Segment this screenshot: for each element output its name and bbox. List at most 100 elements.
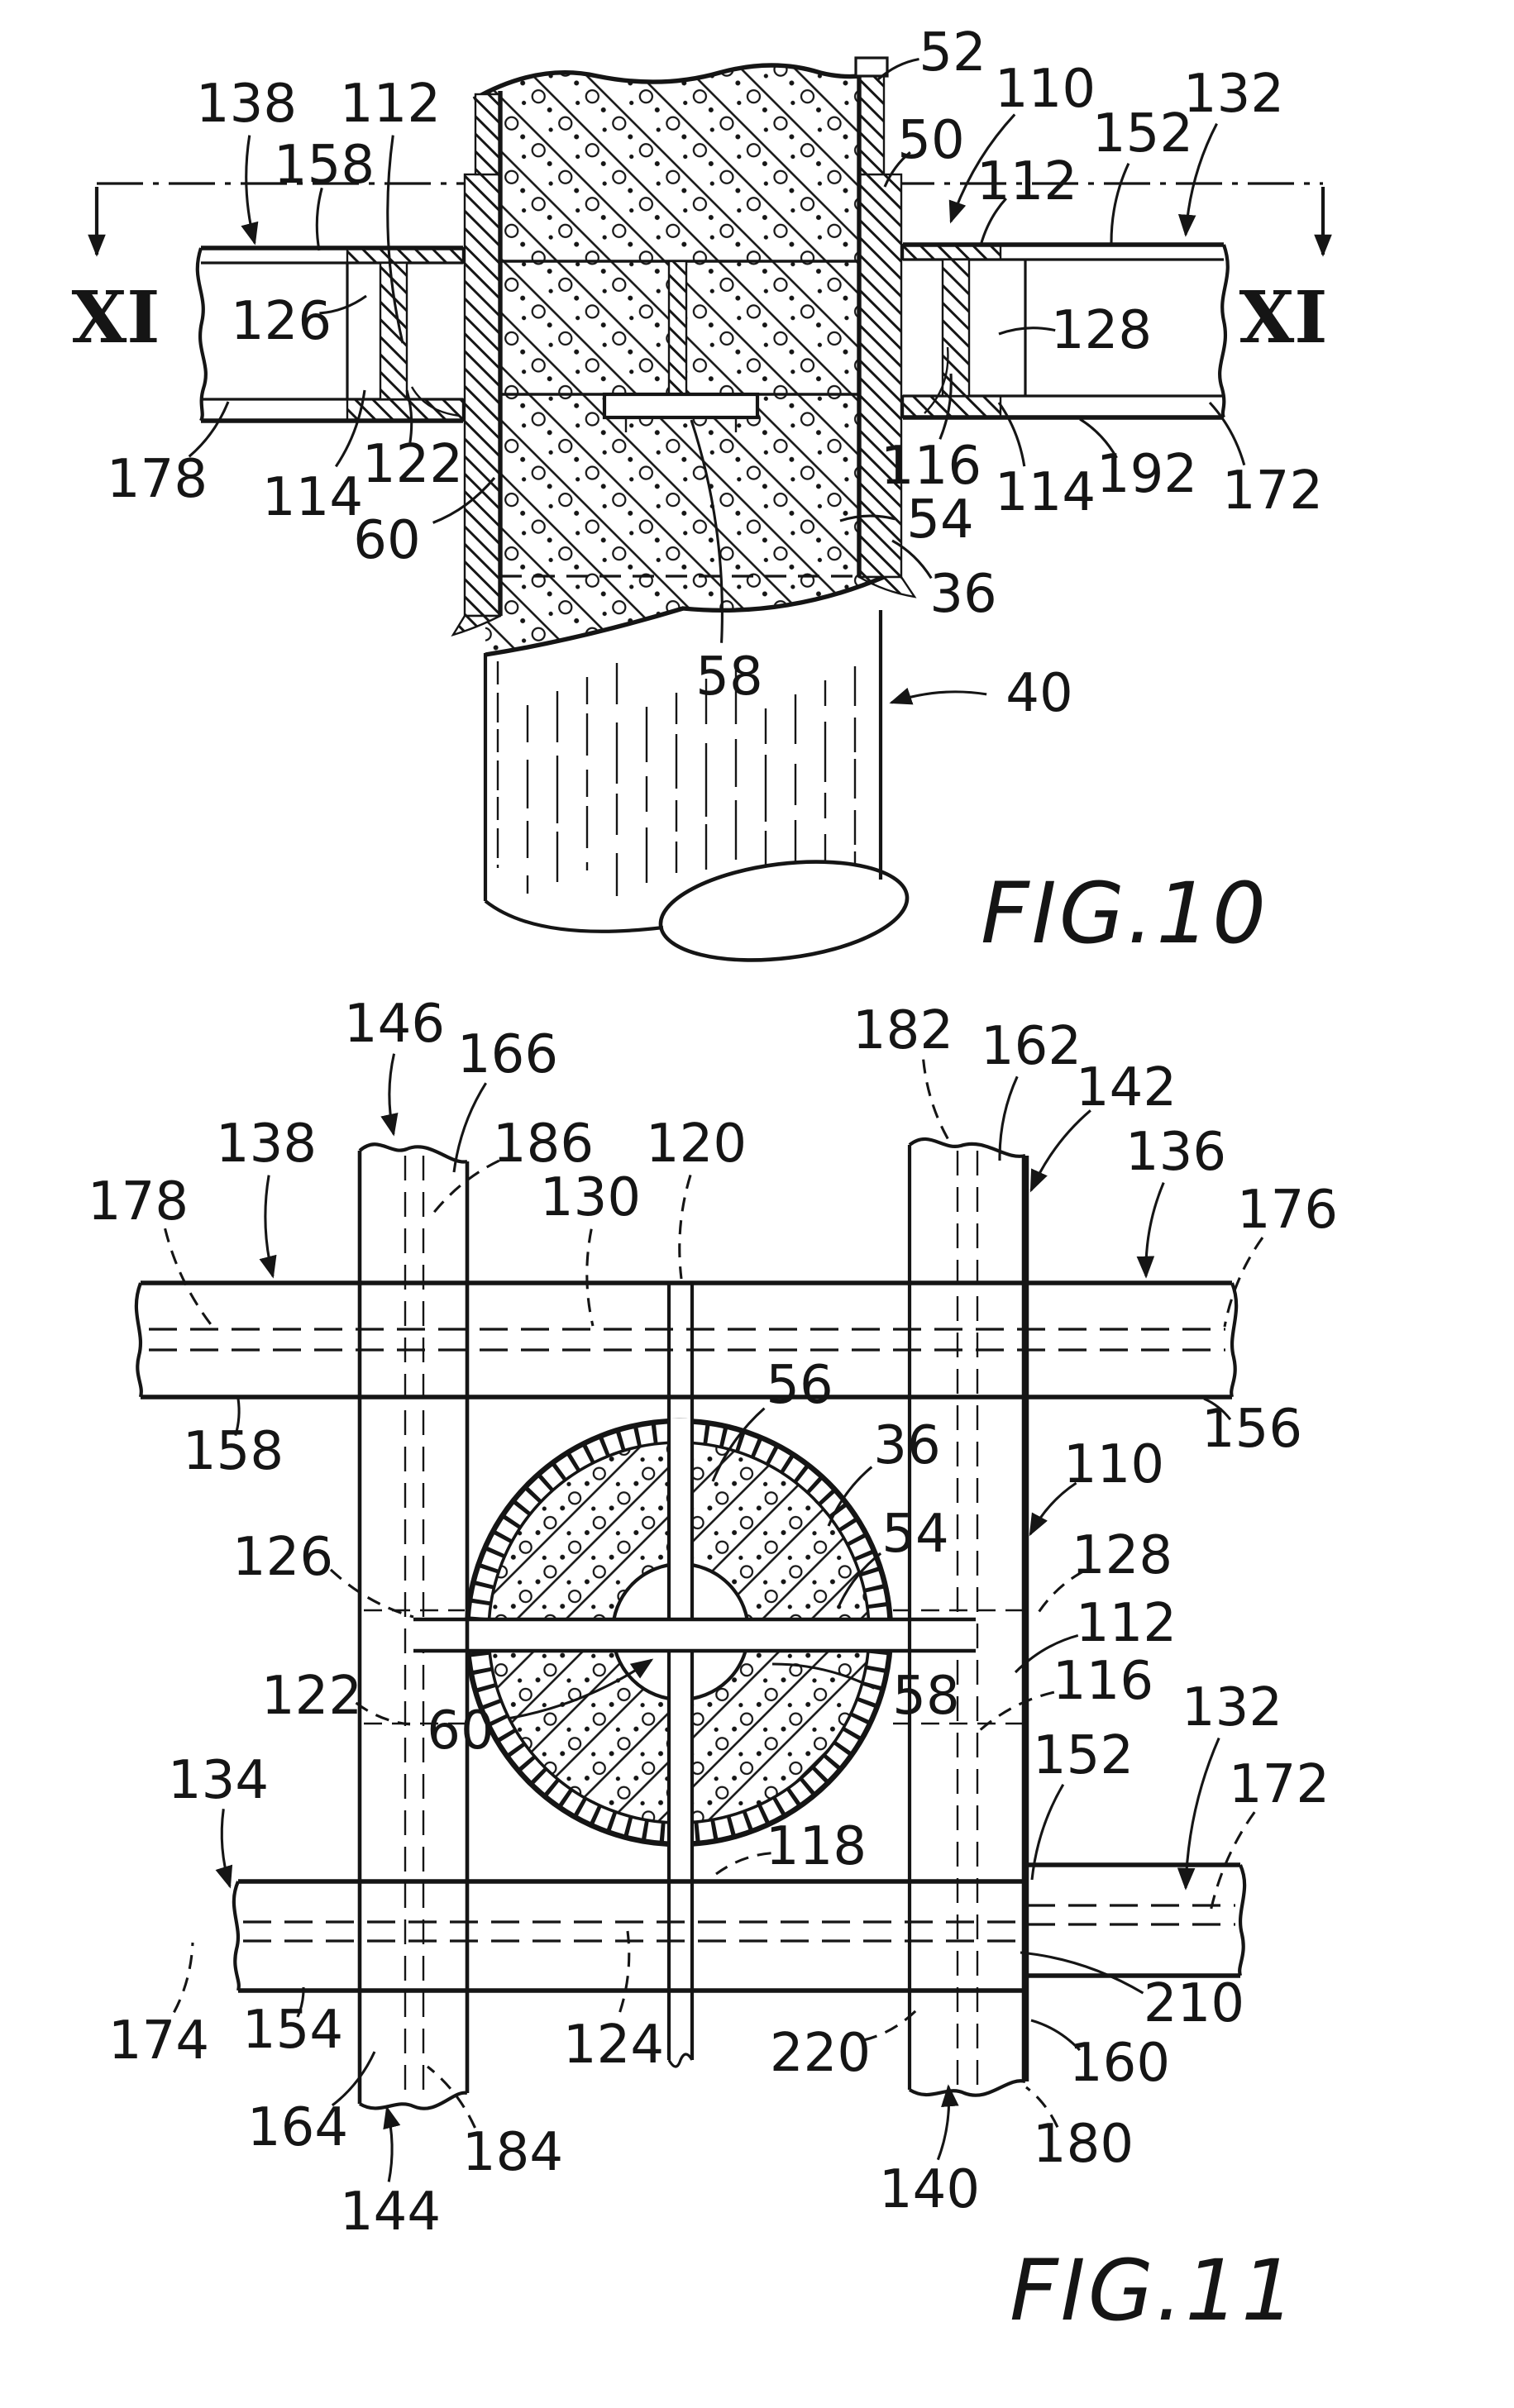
left-hidden-bar-stubs — [364, 1609, 465, 1725]
ref-numeral-40: 40 — [1005, 663, 1072, 724]
ref-numeral-116: 116 — [881, 436, 981, 497]
leader-line-184 — [427, 2065, 476, 2129]
vertical-web-bar — [666, 1283, 695, 2068]
left-weld-line — [410, 386, 461, 417]
ref-numeral-152: 152 — [1092, 103, 1193, 165]
ref-numeral-178: 178 — [107, 449, 208, 510]
ref-numeral-58: 58 — [695, 646, 762, 708]
leader-line-138 — [241, 135, 259, 246]
right-tube-cap — [854, 56, 889, 78]
bearing-plate-lugs — [624, 417, 738, 432]
leader-line-116 — [938, 373, 953, 440]
fig11-right-post — [907, 1137, 1029, 2097]
ref-numeral-126: 126 — [231, 291, 332, 352]
ref-numeral-164: 164 — [247, 2097, 348, 2158]
leader-line-114 — [334, 389, 366, 468]
ref-numeral-112: 112 — [1076, 1593, 1177, 1654]
leader-line-178 — [188, 401, 230, 458]
leader-line-52 — [876, 57, 919, 81]
section-label-left: XI — [72, 276, 160, 360]
ref-numeral-132: 132 — [1183, 64, 1284, 125]
fig10-section-line: XI XI — [72, 182, 1332, 360]
ref-numeral-182: 182 — [853, 1000, 953, 1061]
right-tube-wall-upper — [857, 73, 886, 176]
ref-numeral-60: 60 — [353, 510, 420, 571]
ref-numeral-112: 112 — [340, 74, 441, 135]
ref-numeral-58: 58 — [892, 1666, 959, 1727]
ref-numeral-180: 180 — [1033, 2114, 1134, 2175]
leader-line-152 — [1110, 163, 1130, 245]
leader-line-132 — [1177, 1737, 1220, 1891]
leader-line-56 — [711, 1407, 766, 1482]
ref-numeral-158: 158 — [183, 1421, 284, 1482]
right-hidden-bar-stubs — [893, 1609, 1024, 1725]
horizontal-web-bar — [413, 1617, 976, 1653]
leader-line-138 — [259, 1175, 277, 1279]
pole-bottom-curve — [484, 899, 664, 933]
left-post-bottom-break — [358, 2091, 468, 2110]
ref-numeral-220: 220 — [770, 2023, 871, 2084]
leader-line-110 — [948, 113, 1016, 224]
ref-numeral-140: 140 — [879, 2159, 980, 2220]
pole-bottom-ellipse — [658, 860, 910, 962]
right-panel-bottom-skin-hatch — [901, 394, 1002, 419]
leader-line-192 — [1079, 417, 1118, 459]
ref-numeral-112: 112 — [977, 151, 1077, 212]
ref-numeral-50: 50 — [897, 110, 964, 171]
leader-line-156 — [1203, 1397, 1232, 1421]
fig10-left-panel — [195, 246, 465, 423]
fig10-column — [451, 56, 917, 653]
ref-numeral-210: 210 — [1144, 1973, 1244, 2034]
leader-line-58 — [690, 419, 724, 643]
right-post-hidden-pair — [956, 1151, 979, 2086]
ref-numeral-158: 158 — [274, 135, 375, 196]
right-post-bottom-break — [908, 2079, 1026, 2097]
left-post-top-break — [358, 1142, 468, 1164]
ref-numeral-132: 132 — [1182, 1677, 1282, 1738]
vertical-bar-extensions — [666, 1283, 695, 1991]
leader-line-158 — [234, 1398, 241, 1437]
ref-numeral-156: 156 — [1201, 1399, 1302, 1460]
leader-line-162 — [998, 1075, 1019, 1161]
leader-line-120 — [678, 1174, 692, 1280]
left-panel-bottom-skin-hatch — [346, 398, 465, 422]
leader-line-124 — [618, 1930, 631, 2013]
ref-numeral-56: 56 — [766, 1355, 833, 1416]
center-web-plate — [667, 260, 688, 396]
fig11-top-panel — [134, 1280, 1239, 1400]
leader-line-136 — [1136, 1182, 1165, 1279]
fig10-pole — [483, 575, 910, 962]
leader-line-128 — [1034, 1570, 1084, 1617]
leader-line-174 — [173, 1942, 194, 2014]
leader-line-128 — [998, 327, 1056, 336]
ref-numeral-36: 36 — [929, 564, 996, 625]
ref-numeral-152: 152 — [1033, 1725, 1134, 1786]
ref-numeral-172: 172 — [1229, 1754, 1330, 1815]
leader-line-58 — [771, 1662, 875, 1690]
bottom-panel-left-break — [232, 1881, 241, 1991]
ref-numeral-154: 154 — [242, 2000, 343, 2061]
ref-numeral-178: 178 — [88, 1171, 189, 1233]
leader-line-112 — [979, 198, 1007, 246]
horizontal-bar-body — [413, 1619, 976, 1651]
leader-line-112 — [1014, 1633, 1079, 1674]
right-tube-wall — [857, 173, 903, 579]
leader-line-112 — [386, 135, 404, 344]
bearing-plate — [602, 392, 760, 420]
ref-numeral-128: 128 — [1051, 300, 1152, 361]
vertical-bar-stub-break — [667, 2053, 694, 2068]
ref-numeral-144: 144 — [340, 2182, 441, 2243]
leader-line-118 — [715, 1852, 771, 1876]
ref-numeral-162: 162 — [981, 1016, 1082, 1077]
ref-numeral-142: 142 — [1076, 1057, 1177, 1118]
ref-numeral-120: 120 — [646, 1113, 747, 1175]
fig10-right-panel — [901, 242, 1230, 420]
ref-numeral-192: 192 — [1096, 444, 1197, 505]
right-panel-top-skin-hatch — [901, 243, 1002, 261]
leader-line-132 — [1177, 122, 1218, 237]
ref-numeral-128: 128 — [1072, 1525, 1173, 1586]
